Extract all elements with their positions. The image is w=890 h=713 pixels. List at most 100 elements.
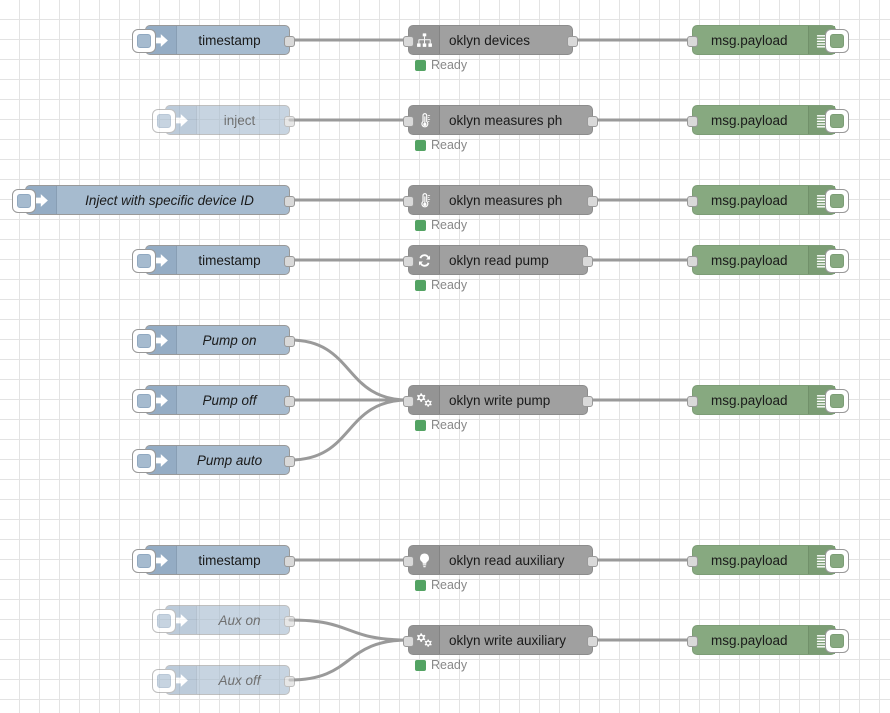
- inject-trigger-button[interactable]: [152, 109, 176, 133]
- node-inject-inject-5[interactable]: Pump on: [132, 325, 295, 355]
- node-output-port[interactable]: [284, 196, 295, 207]
- node-oklyn-oklyn-5[interactable]: oklyn write pump: [403, 385, 593, 415]
- node-debug-debug-3[interactable]: msg.payload: [687, 185, 849, 215]
- node-label: msg.payload: [711, 392, 788, 408]
- wire-inject-7-to-oklyn-5[interactable]: [288, 398, 410, 462]
- node-input-port[interactable]: [403, 36, 414, 47]
- node-label: msg.payload: [711, 192, 788, 208]
- status-text: Ready: [431, 218, 468, 232]
- node-oklyn-oklyn-1[interactable]: oklyn devices: [403, 25, 578, 55]
- debug-enable-toggle[interactable]: [825, 549, 849, 573]
- inject-trigger-button[interactable]: [132, 549, 156, 573]
- node-input-port[interactable]: [687, 636, 698, 647]
- node-label: msg.payload: [711, 32, 788, 48]
- node-input-port[interactable]: [687, 396, 698, 407]
- node-inject-inject-4[interactable]: timestamp: [132, 245, 295, 275]
- node-output-port[interactable]: [284, 116, 295, 127]
- node-output-port[interactable]: [284, 256, 295, 267]
- status-dot-icon: [415, 579, 426, 591]
- node-oklyn-oklyn-6[interactable]: oklyn read auxiliary: [403, 545, 598, 575]
- cogs-icon: [409, 386, 440, 414]
- node-label: Pump on: [202, 332, 257, 348]
- node-input-port[interactable]: [687, 116, 698, 127]
- wire-inject-9-to-oklyn-7[interactable]: [288, 618, 410, 642]
- inject-trigger-button[interactable]: [132, 249, 156, 273]
- node-output-port[interactable]: [582, 396, 593, 407]
- node-output-port[interactable]: [567, 36, 578, 47]
- refresh-icon: [409, 246, 440, 274]
- debug-enable-toggle[interactable]: [825, 189, 849, 213]
- status-dot-icon: [415, 219, 426, 231]
- node-oklyn-oklyn-7[interactable]: oklyn write auxiliary: [403, 625, 598, 655]
- node-inject-inject-7[interactable]: Pump auto: [132, 445, 295, 475]
- node-label: Aux on: [218, 612, 261, 628]
- node-inject-inject-8[interactable]: timestamp: [132, 545, 295, 575]
- node-output-port[interactable]: [284, 396, 295, 407]
- node-debug-debug-1[interactable]: msg.payload: [687, 25, 849, 55]
- node-input-port[interactable]: [403, 256, 414, 267]
- node-debug-debug-6[interactable]: msg.payload: [687, 545, 849, 575]
- node-oklyn-oklyn-2[interactable]: oklyn measures ph: [403, 105, 598, 135]
- wire-inject-5-to-oklyn-5[interactable]: [288, 338, 410, 402]
- status-dot-icon: [415, 279, 426, 291]
- node-inject-inject-10[interactable]: Aux off: [152, 665, 295, 695]
- wire-inject-10-to-oklyn-7[interactable]: [288, 638, 410, 682]
- node-input-port[interactable]: [687, 36, 698, 47]
- node-output-port[interactable]: [284, 556, 295, 567]
- node-inject-inject-3[interactable]: Inject with specific device ID: [12, 185, 295, 215]
- status-text: Ready: [431, 578, 468, 592]
- status-dot-icon: [415, 419, 426, 431]
- node-output-port[interactable]: [284, 676, 295, 687]
- node-input-port[interactable]: [687, 196, 698, 207]
- node-output-port[interactable]: [284, 36, 295, 47]
- node-input-port[interactable]: [403, 636, 414, 647]
- node-input-port[interactable]: [403, 556, 414, 567]
- node-output-port[interactable]: [284, 456, 295, 467]
- node-input-port[interactable]: [687, 556, 698, 567]
- inject-trigger-button[interactable]: [152, 609, 176, 633]
- debug-enable-toggle[interactable]: [825, 29, 849, 53]
- node-input-port[interactable]: [403, 116, 414, 127]
- node-debug-debug-4[interactable]: msg.payload: [687, 245, 849, 275]
- cogs-icon: [409, 626, 440, 654]
- node-label: Pump auto: [196, 452, 263, 468]
- debug-enable-toggle[interactable]: [825, 109, 849, 133]
- inject-trigger-button[interactable]: [152, 669, 176, 693]
- node-output-port[interactable]: [587, 116, 598, 127]
- node-output-port[interactable]: [587, 636, 598, 647]
- node-output-port[interactable]: [587, 196, 598, 207]
- node-label: timestamp: [198, 252, 261, 268]
- node-label: oklyn read auxiliary: [449, 552, 565, 568]
- inject-trigger-button[interactable]: [12, 189, 36, 213]
- node-output-port[interactable]: [284, 336, 295, 347]
- debug-enable-toggle[interactable]: [825, 249, 849, 273]
- inject-trigger-button[interactable]: [132, 29, 156, 53]
- node-input-port[interactable]: [403, 396, 414, 407]
- node-oklyn-oklyn-3[interactable]: oklyn measures ph: [403, 185, 598, 215]
- node-inject-inject-1[interactable]: timestamp: [132, 25, 295, 55]
- node-input-port[interactable]: [403, 196, 414, 207]
- node-debug-debug-5[interactable]: msg.payload: [687, 385, 849, 415]
- inject-trigger-button[interactable]: [132, 389, 156, 413]
- lightbulb-icon: [409, 546, 440, 574]
- node-label: timestamp: [198, 32, 261, 48]
- inject-trigger-button[interactable]: [132, 329, 156, 353]
- node-inject-inject-9[interactable]: Aux on: [152, 605, 295, 635]
- node-inject-inject-2[interactable]: inject: [152, 105, 295, 135]
- node-output-port[interactable]: [284, 616, 295, 627]
- node-label: oklyn measures ph: [449, 112, 563, 128]
- node-oklyn-oklyn-4[interactable]: oklyn read pump: [403, 245, 593, 275]
- node-debug-debug-7[interactable]: msg.payload: [687, 625, 849, 655]
- debug-enable-toggle[interactable]: [825, 629, 849, 653]
- node-debug-debug-2[interactable]: msg.payload: [687, 105, 849, 135]
- node-output-port[interactable]: [587, 556, 598, 567]
- status-text: Ready: [431, 418, 468, 432]
- node-output-port[interactable]: [582, 256, 593, 267]
- node-status-ready: Ready: [415, 278, 467, 292]
- node-input-port[interactable]: [687, 256, 698, 267]
- inject-trigger-button[interactable]: [132, 449, 156, 473]
- debug-enable-toggle[interactable]: [825, 389, 849, 413]
- node-inject-inject-6[interactable]: Pump off: [132, 385, 295, 415]
- node-status-ready: Ready: [415, 58, 467, 72]
